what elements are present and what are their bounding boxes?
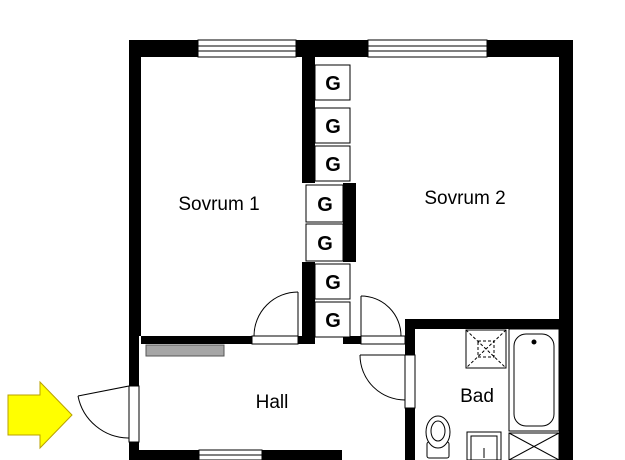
window-bedroom2: [367, 39, 488, 58]
wardrobe-7: G: [314, 301, 351, 338]
room-label-bedroom1: Sovrum 1: [178, 194, 259, 215]
wardrobe-column: G G G G G G G: [305, 64, 351, 338]
top-wall-left: [129, 40, 198, 57]
room-label-bedroom2: Sovrum 2: [424, 188, 505, 209]
radiator: [145, 344, 225, 357]
top-wall-right: [487, 40, 573, 57]
window-bedroom1: [197, 39, 297, 58]
wardrobe-6: G: [314, 263, 351, 300]
bottom-wall-mid: [262, 450, 342, 460]
window-hall-bottom: [198, 449, 263, 460]
windows: [197, 39, 488, 460]
top-wall-middle: [296, 40, 368, 57]
left-wall-bottom: [129, 442, 139, 460]
entrance-arrow-icon: [7, 380, 73, 450]
wardrobe-label: G: [325, 73, 341, 95]
sink: [466, 431, 502, 460]
wall-bedroom2-bottom-right: [405, 319, 559, 329]
wardrobe-label: G: [317, 194, 333, 216]
left-wall-lower: [129, 336, 139, 386]
wardrobe-label: G: [317, 233, 333, 255]
wardrobe-1: G: [314, 64, 351, 101]
door-bathroom: [359, 354, 406, 401]
wall-wardrobe-right-mid: [343, 183, 356, 262]
door-entrance: [77, 385, 130, 439]
room-label-hall: Hall: [256, 392, 289, 413]
left-wall-upper: [129, 40, 141, 336]
wardrobe-5: G: [305, 223, 344, 262]
wall-bedroom2-bottom-left: [343, 336, 361, 344]
door-bedroom2: [360, 295, 402, 337]
toilet: [425, 415, 451, 459]
wardrobe-label: G: [325, 272, 341, 294]
wall-bedroom1-bottom-right: [298, 336, 315, 344]
wardrobe-label: G: [325, 310, 341, 332]
shower-drain: [465, 329, 507, 369]
right-wall: [559, 40, 573, 460]
wardrobe-3: G: [314, 145, 351, 182]
bathtub-front-panel: [508, 432, 560, 460]
wardrobe-label: G: [325, 154, 341, 176]
wall-bedroom-divider-lower: [302, 262, 315, 342]
door-jambs: [128, 335, 416, 443]
bottom-wall-left: [139, 450, 199, 460]
wardrobe-4: G: [305, 184, 344, 223]
wall-bathroom-left-lower: [405, 408, 415, 460]
wall-bedroom1-bottom: [141, 336, 252, 344]
door-bedroom1: [253, 291, 299, 337]
interior-walls: [141, 57, 559, 460]
doors: [77, 291, 406, 439]
wall-bedroom-divider-upper: [302, 57, 315, 183]
room-label-bathroom: Bad: [460, 386, 494, 407]
bathtub: [508, 328, 560, 432]
wardrobe-label: G: [325, 116, 341, 138]
wardrobe-2: G: [314, 107, 351, 144]
exterior-walls: [129, 40, 573, 460]
wall-bathroom-left-upper: [405, 319, 415, 355]
